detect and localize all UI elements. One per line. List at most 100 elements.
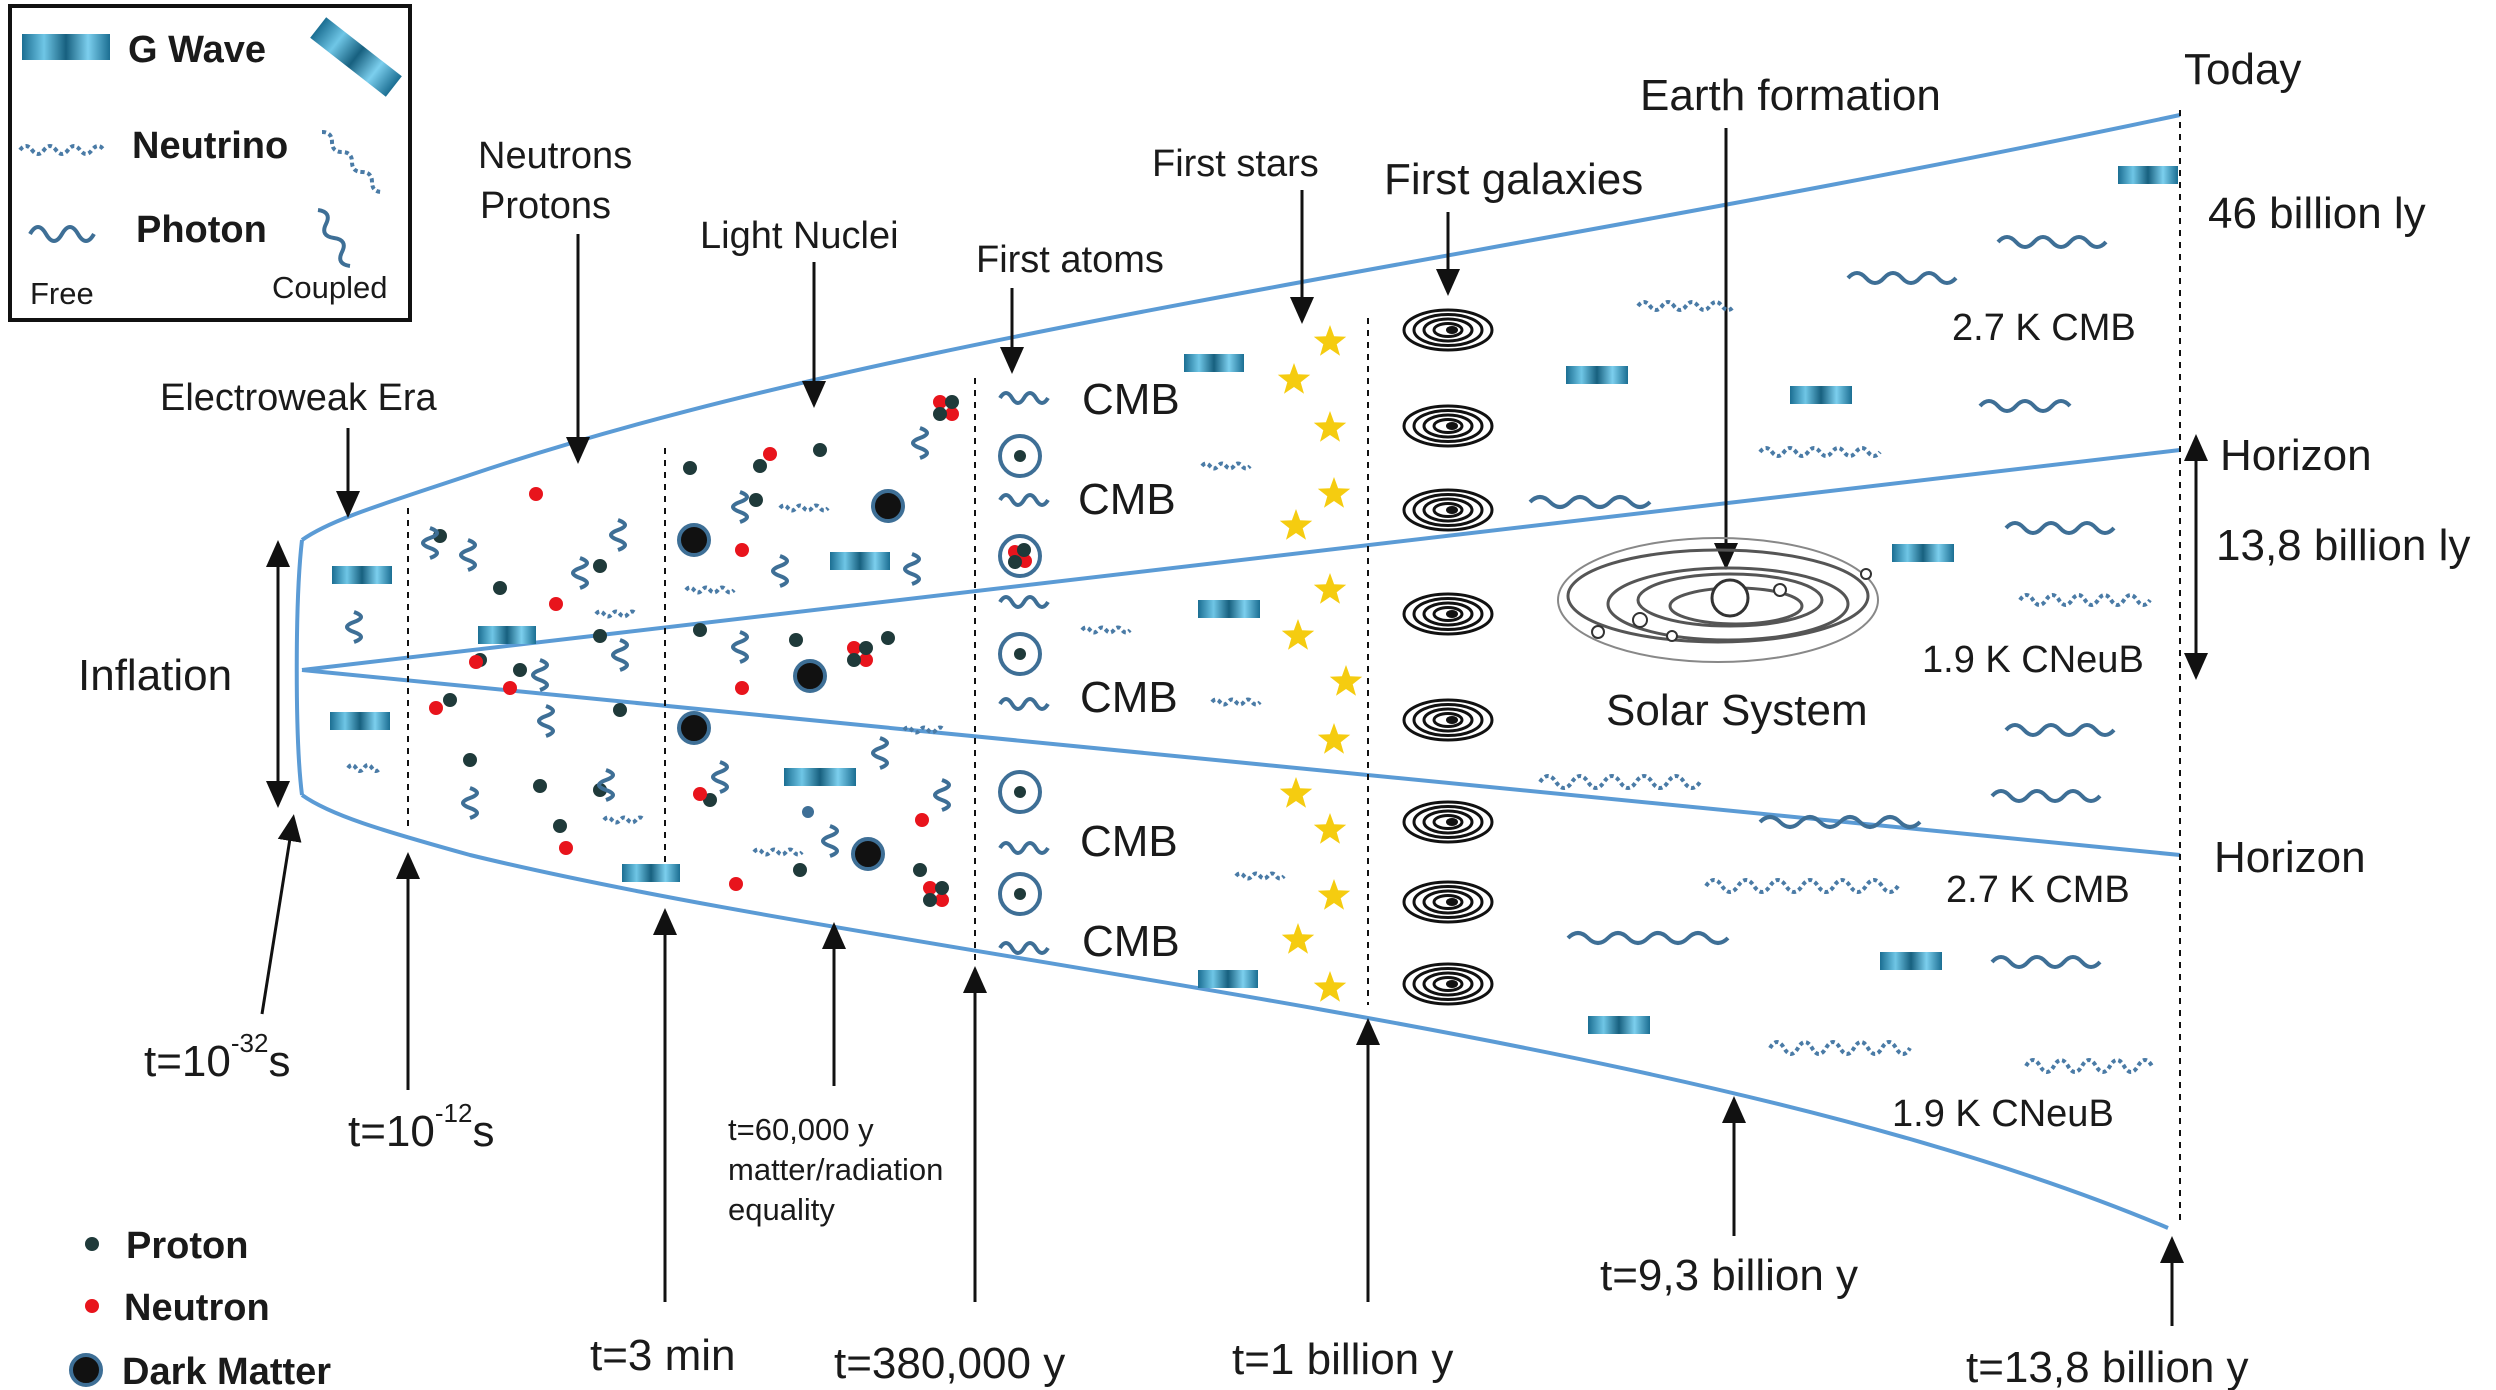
galaxy-icon <box>1432 894 1464 910</box>
solar-orbit <box>1557 537 1879 663</box>
era-labels: Inflation Electroweak Era Neutrons Proto… <box>78 45 2301 808</box>
legend: G Wave Neutrino Photon Free Coupled <box>8 4 412 322</box>
photon-icon <box>345 610 363 644</box>
time-label-t4-line2: matter/radiation <box>728 1152 943 1187</box>
galaxy-icon <box>1402 308 1494 352</box>
galaxy-icon <box>1412 805 1484 839</box>
gravitational-wave-icon <box>1198 970 1258 988</box>
proton-particle <box>753 459 767 473</box>
gravitational-wave-icon <box>622 864 680 882</box>
star-icon <box>1317 477 1351 508</box>
label-first-galaxies: First galaxies <box>1384 155 1643 204</box>
neutrino-icon <box>2024 1058 2154 1074</box>
photon-icon <box>2004 521 2116 535</box>
neutrino-free-icon <box>18 144 106 156</box>
proton-particle <box>945 395 959 409</box>
galaxy-icon <box>1402 800 1494 844</box>
cmb-labels: CMB CMB CMB CMB CMB <box>1078 375 1180 966</box>
neutron-particle <box>549 597 563 611</box>
neutrino-icon <box>1234 871 1286 881</box>
star-icon <box>1281 923 1315 954</box>
label-inflation: Inflation <box>78 651 232 700</box>
solar-orbit <box>1606 566 1850 642</box>
label-solar-system: Solar System <box>1606 686 1868 735</box>
proton-particle <box>913 863 927 877</box>
star-icon <box>1313 813 1347 844</box>
label-size-today: 46 billion ly <box>2208 189 2426 238</box>
galaxy-core <box>1446 818 1458 826</box>
neutrino-icon <box>602 815 646 825</box>
galaxy-icon <box>1422 707 1474 733</box>
galaxy-icon <box>1422 317 1474 343</box>
neutron-particle <box>735 543 749 557</box>
neutron-particle <box>915 813 929 827</box>
gravitational-wave-icon <box>332 566 392 584</box>
legend-neutrino: Neutrino <box>132 125 288 167</box>
gravitational-wave-icon <box>330 712 390 730</box>
photon-icon <box>1758 815 1922 829</box>
inflation-wall <box>294 539 304 796</box>
proton-particle <box>553 819 567 833</box>
photon-icon <box>998 595 1050 609</box>
neutron-particle <box>763 447 777 461</box>
star-icon <box>1281 619 1315 650</box>
proton-particle <box>813 443 827 457</box>
gravitational-wave-icon <box>784 768 856 786</box>
gravitational-wave-icon <box>1880 952 1942 970</box>
neutron-particle <box>847 641 861 655</box>
neutron-particle <box>559 841 573 855</box>
galaxy-icon <box>1422 601 1474 627</box>
galaxy-core <box>1446 898 1458 906</box>
photon-icon <box>711 760 729 794</box>
photon-icon <box>1978 399 2072 413</box>
galaxy-icon <box>1412 313 1484 347</box>
sun-icon <box>1710 578 1750 618</box>
neutrino-icon <box>902 725 946 735</box>
photon-icon <box>571 556 589 590</box>
proton-particle <box>593 629 607 643</box>
horizon-upper-line <box>301 448 2181 672</box>
gravitational-wave-icon <box>1892 544 1954 562</box>
dark-matter-particle <box>677 711 711 745</box>
galaxy-icon <box>1432 322 1464 338</box>
neutron-particle <box>923 881 937 895</box>
photon-icon <box>461 786 479 820</box>
galaxy-icon <box>1402 404 1494 448</box>
legend-neutron: Neutron <box>124 1287 270 1329</box>
atom-nucleus <box>1014 786 1026 798</box>
era-dividers <box>407 110 2181 1222</box>
cmb-label: CMB <box>1078 475 1176 524</box>
atom-nucleus <box>1014 888 1026 900</box>
galaxy-core <box>1446 506 1458 514</box>
star-icon <box>1329 665 1363 696</box>
galaxy-icon <box>1402 880 1494 924</box>
galaxy-core <box>1446 326 1458 334</box>
photon-icon <box>1996 235 2108 249</box>
atom-icon <box>998 770 1042 814</box>
neutron-particle <box>693 787 707 801</box>
t1-arrow <box>260 814 302 1015</box>
photon-icon <box>998 941 1050 955</box>
galaxy-icon <box>1422 809 1474 835</box>
galaxy-icon <box>1422 497 1474 523</box>
atom-icon <box>998 632 1042 676</box>
solar-orbit <box>1566 548 1870 644</box>
galaxy-icon <box>1412 493 1484 527</box>
star-icon <box>1279 777 1313 808</box>
neutrino-icon <box>1080 625 1132 635</box>
gwave-coupled-icon <box>310 17 402 97</box>
galaxy-icon <box>1402 592 1494 636</box>
photon-icon <box>597 768 615 802</box>
label-protons: Protons <box>480 185 611 227</box>
atom-nucleus <box>1014 648 1026 660</box>
time-label-t2: t=10-12s <box>348 1098 494 1156</box>
neutron-particle <box>935 893 949 907</box>
cmb-label: CMB <box>1082 917 1180 966</box>
cmb-label: CMB <box>1082 375 1180 424</box>
proton-particle <box>613 703 627 717</box>
label-electroweak: Electroweak Era <box>160 377 438 419</box>
photon-icon <box>421 526 439 560</box>
star-icon <box>1313 411 1347 442</box>
neutrino-icon <box>1636 300 1736 312</box>
atom-icon <box>998 534 1042 578</box>
